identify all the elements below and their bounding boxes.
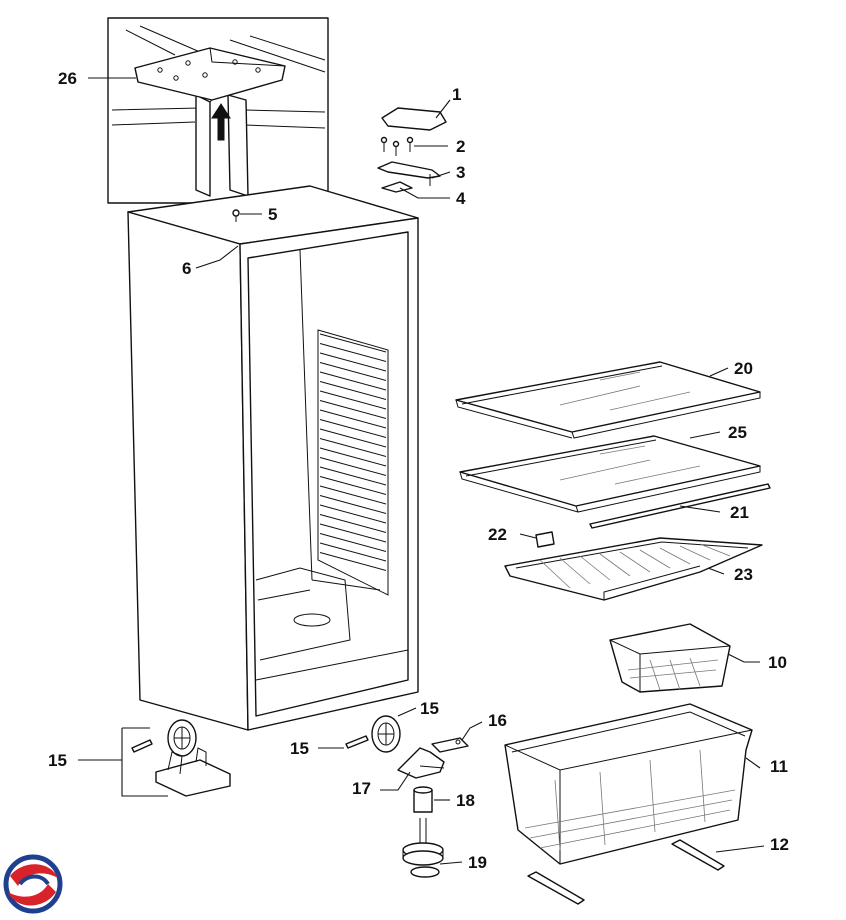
label-15-right: 15 (420, 699, 439, 718)
grille-slat (319, 485, 387, 505)
tray-rib (679, 545, 711, 561)
wheel-right (345, 715, 401, 753)
hinge-pin-part (381, 181, 413, 193)
hinge-lower (397, 747, 445, 779)
shelf-clip (535, 531, 555, 548)
grille-slat (319, 542, 387, 562)
label-5: 5 (268, 205, 277, 224)
label-11: 11 (770, 757, 788, 776)
grille-slat (319, 457, 387, 476)
grille-slat (319, 371, 387, 391)
refrigerator-cabinet (127, 185, 419, 731)
grille-slat (319, 419, 387, 438)
label-1: 1 (452, 85, 461, 104)
label-4: 4 (456, 189, 466, 208)
wheel-left (131, 719, 197, 757)
grille-slat (319, 514, 387, 533)
tray-rib (639, 549, 671, 569)
hinge-cover-part (381, 107, 447, 131)
small-basket (609, 623, 731, 693)
tray-rib (599, 553, 631, 577)
tray-rib (559, 557, 591, 585)
label-6: 6 (182, 259, 191, 278)
grille-slat (319, 533, 387, 552)
grille-slat (319, 504, 387, 524)
label-16: 16 (488, 711, 507, 730)
up-arrow-icon (211, 103, 231, 141)
grille-slat (319, 343, 387, 362)
hinge-bracket-part (377, 161, 441, 186)
grille-slat (319, 428, 387, 448)
hinge-plate-lower (431, 737, 469, 753)
label-20: 20 (734, 359, 753, 378)
part-labels: 26 1 2 3 4 5 6 20 25 21 22 23 10 11 12 1… (48, 69, 789, 872)
grille-slat (319, 409, 387, 429)
foot-bushing (413, 786, 433, 813)
grille-slat (319, 352, 387, 372)
label-23: 23 (734, 565, 753, 584)
label-17: 17 (352, 779, 371, 798)
tray-rib (539, 559, 571, 589)
crisper-drawer (504, 703, 753, 865)
label-18: 18 (456, 791, 475, 810)
label-2: 2 (456, 137, 465, 156)
grille-slat (319, 476, 387, 495)
drip-tray (504, 537, 763, 601)
grille-slat (319, 400, 387, 419)
grille-slat (319, 333, 387, 353)
grille-slat (319, 495, 387, 514)
grille-slat (319, 466, 387, 486)
inset-detail-box (107, 17, 329, 204)
grille-slat (319, 447, 387, 467)
drawer-rail-right (671, 839, 725, 871)
tray-rib (659, 547, 691, 565)
adjustable-foot (402, 818, 444, 878)
bracket-15-left (121, 727, 168, 797)
glass-shelf-upper (455, 361, 761, 439)
tray-rib (579, 555, 611, 581)
tray-rib (699, 543, 731, 557)
swirl-logo-icon (3, 854, 63, 914)
grille-slat (319, 438, 387, 457)
grille-slat (319, 552, 387, 571)
top-screw-part (232, 209, 240, 222)
grille-slat (319, 523, 387, 543)
label-26: 26 (58, 69, 77, 88)
foot-bracket-left (155, 747, 231, 797)
label-15-mid: 15 (290, 739, 309, 758)
tray-rib (619, 551, 651, 573)
label-19: 19 (468, 853, 487, 872)
drawer-rail-left (527, 871, 585, 905)
label-15-left: 15 (48, 751, 67, 770)
leader-lines (78, 77, 765, 865)
label-21: 21 (730, 503, 749, 522)
label-10: 10 (768, 653, 787, 672)
grille-slat (319, 381, 387, 400)
grille-slat (319, 390, 387, 410)
label-3: 3 (456, 163, 465, 182)
grille-slat (319, 362, 387, 381)
label-22: 22 (488, 525, 507, 544)
evaporator-grille (319, 333, 387, 571)
screws-part (380, 136, 414, 156)
label-12: 12 (770, 835, 789, 854)
glass-shelf-lower (459, 435, 761, 513)
label-25: 25 (728, 423, 747, 442)
